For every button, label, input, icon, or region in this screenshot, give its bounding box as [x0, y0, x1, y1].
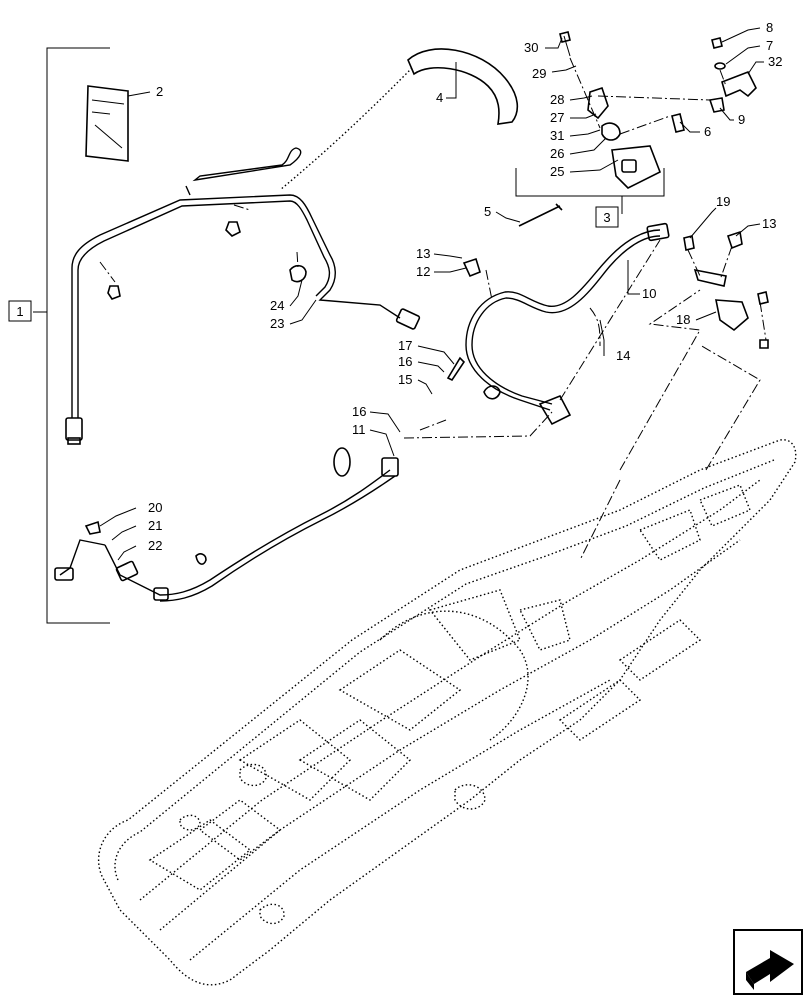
callout-5: 5 [484, 204, 491, 219]
bracket-32-part [597, 37, 757, 113]
callout-24: 24 [270, 298, 284, 313]
callout-32: 32 [768, 54, 782, 69]
callout-12: 12 [416, 264, 430, 279]
callout-9: 9 [738, 112, 745, 127]
group-label-3: 3 [603, 210, 610, 225]
callout-leaders [99, 27, 764, 561]
callout-7: 7 [766, 38, 773, 53]
callout-4: 4 [436, 90, 443, 105]
group-bracket-1: 1 [8, 47, 110, 624]
callout-22: 22 [148, 538, 162, 553]
callout-21: 21 [148, 518, 162, 533]
callout-23: 23 [270, 316, 284, 331]
callout-20: 20 [148, 500, 162, 515]
group-label-1: 1 [16, 304, 23, 319]
callout-25: 25 [550, 164, 564, 179]
callout-6: 6 [704, 124, 711, 139]
installation-lines [403, 239, 761, 561]
callout-numbers: 2 4 30 29 28 27 31 26 25 6 8 7 32 9 5 19… [148, 20, 782, 553]
decal-plate-part [85, 85, 129, 162]
callout-28: 28 [550, 92, 564, 107]
callout-14: 14 [616, 348, 630, 363]
callout-16-upper: 16 [398, 354, 412, 369]
callout-27: 27 [550, 110, 564, 125]
callout-2: 2 [156, 84, 163, 99]
callout-17: 17 [398, 338, 412, 353]
bracket-18-part [683, 230, 769, 349]
callout-30: 30 [524, 40, 538, 55]
middle-harness-part [446, 222, 670, 426]
callout-15: 15 [398, 372, 412, 387]
callout-18: 18 [676, 312, 690, 327]
callout-8: 8 [766, 20, 773, 35]
callout-10: 10 [642, 286, 656, 301]
callout-16-lower: 16 [352, 404, 366, 419]
callout-13-right: 13 [762, 216, 776, 231]
switch-assembly-part [518, 31, 685, 227]
callout-26: 26 [550, 146, 564, 161]
callout-13-left: 13 [416, 246, 430, 261]
lower-harness-part [54, 447, 399, 602]
next-page-arrow-icon[interactable] [733, 929, 803, 995]
group-bracket-3: 3 [515, 168, 665, 228]
callout-29: 29 [532, 66, 546, 81]
chassis-frame [97, 439, 797, 986]
callout-19: 19 [716, 194, 730, 209]
callout-11: 11 [352, 422, 366, 437]
left-harness-part [65, 147, 421, 445]
harness-conduit-part [279, 48, 519, 191]
callout-31: 31 [550, 128, 564, 143]
